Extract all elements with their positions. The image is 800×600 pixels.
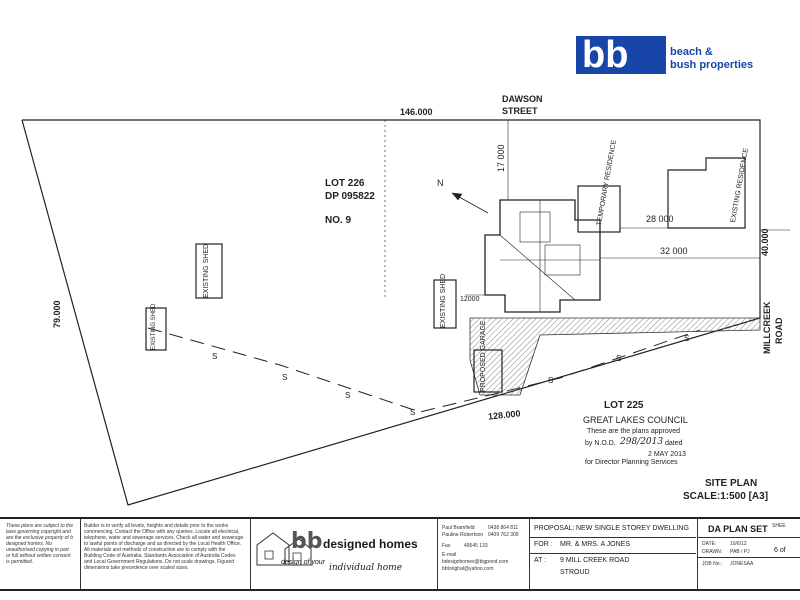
sheet-label: SHEE (772, 523, 786, 529)
address-line-1: 9 MILL CREEK ROAD (560, 557, 630, 564)
drawn-value: PAB / PJ (730, 549, 750, 555)
existing-shed-1 (195, 243, 223, 299)
street-label-2: STREET (502, 106, 538, 116)
north-label: N (437, 178, 444, 188)
driveway (469, 317, 761, 396)
shed-1-label: EXISTING SHED (203, 243, 210, 298)
approval-prefix: by N.O.D. (585, 440, 616, 447)
contact-2-name: Pauline Robertson (442, 532, 484, 538)
council-name: GREAT LAKES COUNCIL (583, 415, 688, 425)
brand-cell: bb designed homes design of your individ… (250, 519, 436, 589)
approval-line-1: These are the plans approved (587, 428, 681, 435)
email-label: E-mail (442, 552, 457, 558)
contact-1-phone: 0438 864 811 (488, 525, 519, 531)
logo-line-1: beach & (670, 46, 713, 58)
garage-label: PROPOSED GARAGE (480, 320, 487, 392)
proposed-dwelling (484, 199, 601, 313)
lot-number: LOT 226 (325, 178, 365, 189)
contact-cell: Paul Bramfield 0438 864 811 Pauline Robe… (437, 519, 528, 589)
brand-name: designed homes (323, 537, 418, 551)
date-value: 10/6/12 (730, 541, 747, 547)
company-logo: bb (576, 36, 666, 74)
fax-number: 49545 133 (464, 543, 488, 549)
copyright-disclaimer: These plans are subject to the laws gove… (6, 523, 73, 565)
street-number: NO. 9 (325, 215, 352, 226)
existing-shed-3 (433, 279, 457, 329)
email-1: bdesignhomes@bigpond.com (442, 559, 509, 565)
title-block: These plans are subject to the laws gove… (0, 517, 800, 591)
front-setback-dimension: 17 000 (496, 144, 506, 172)
deposited-plan: DP 095822 (325, 191, 375, 202)
right-boundary-dimension: 40.000 (760, 228, 770, 256)
proposed-garage (473, 349, 503, 393)
proposal-label: PROPOSAL: (534, 525, 575, 532)
sewer-marker: S (212, 352, 218, 361)
contact-1-name: Paul Bramfield (442, 525, 475, 531)
address-line-2: STROUD (560, 569, 590, 576)
builder-notes: Builder is to verify all levels, heights… (84, 523, 244, 571)
drawn-label: DRAWN: (702, 549, 723, 555)
sewer-marker: S (282, 373, 288, 382)
adjoining-lot-label: LOT 225 (604, 400, 644, 411)
date-label: DATE: (702, 541, 717, 547)
set-info-cell: DA PLAN SET SHEE DATE: 10/6/12 DRAWN: PA… (697, 519, 800, 589)
setback-12: 12000 (460, 296, 480, 303)
logo-text: beach & bush properties (670, 46, 753, 72)
client-label: FOR : (534, 541, 553, 548)
top-boundary-dimension: 146.000 (400, 107, 433, 117)
sewer-marker: S (616, 354, 622, 363)
address-label: AT : (534, 557, 547, 564)
plan-set-title: DA PLAN SET (708, 524, 768, 534)
existing-shed-2 (145, 307, 167, 351)
nod-number: 298/2013 (620, 437, 664, 447)
client-name: MR. & MRS. A JONES (560, 541, 631, 548)
brand-tagline-1: design of your (281, 559, 325, 566)
left-boundary-dimension: 79.000 (52, 300, 62, 328)
brand-tagline-2: individual home (329, 563, 403, 573)
house-sketch-icon (256, 532, 312, 566)
road-label-2: ROAD (774, 317, 784, 345)
temporary-residence (577, 185, 621, 233)
sewer-marker: S (548, 376, 554, 385)
approval-line-3: for Director Planning Services (585, 459, 678, 466)
shed-3-label: EXISTING SHED (440, 273, 447, 328)
proposal-value: NEW SINGLE STOREY DWELLING (576, 525, 689, 532)
shed-2-label: EXISTING SHED (151, 303, 157, 350)
job-value: JONESAA (730, 561, 754, 567)
logo-line-2: bush properties (670, 59, 754, 71)
council-approval-stamp: GREAT LAKES COUNCIL These are the plans … (583, 415, 688, 477)
contact-2-phone: 0409 762 309 (488, 532, 519, 538)
side-setback-32: 32 000 (660, 246, 688, 256)
brand-logo-letters: bb (291, 529, 323, 554)
side-setback-28: 28 000 (646, 214, 674, 224)
approval-date: 2 MAY 2013 (648, 451, 686, 458)
sewer-marker: S (345, 391, 351, 400)
sewer-marker: S (684, 334, 690, 343)
builder-notes-cell: Builder is to verify all levels, heights… (80, 519, 249, 589)
fax-label: Fax (442, 543, 451, 549)
sewer-marker: S (410, 408, 416, 417)
street-label-1: DAWSON (502, 94, 543, 104)
scale-label: SCALE:1:500 [A3] (683, 491, 769, 502)
proposal-cell: PROPOSAL: NEW SINGLE STOREY DWELLING FOR… (529, 519, 696, 589)
road-label-1: MILLCREEK (762, 301, 772, 355)
approval-dated: dated (665, 440, 683, 447)
email-2: bbtorighal@yahoo.com (442, 566, 494, 572)
sheet-number: 6 of (774, 547, 786, 554)
sewer-line (147, 327, 701, 413)
site-plan-title: SITE PLAN (705, 478, 758, 489)
job-label: JOB No.: (702, 561, 723, 567)
